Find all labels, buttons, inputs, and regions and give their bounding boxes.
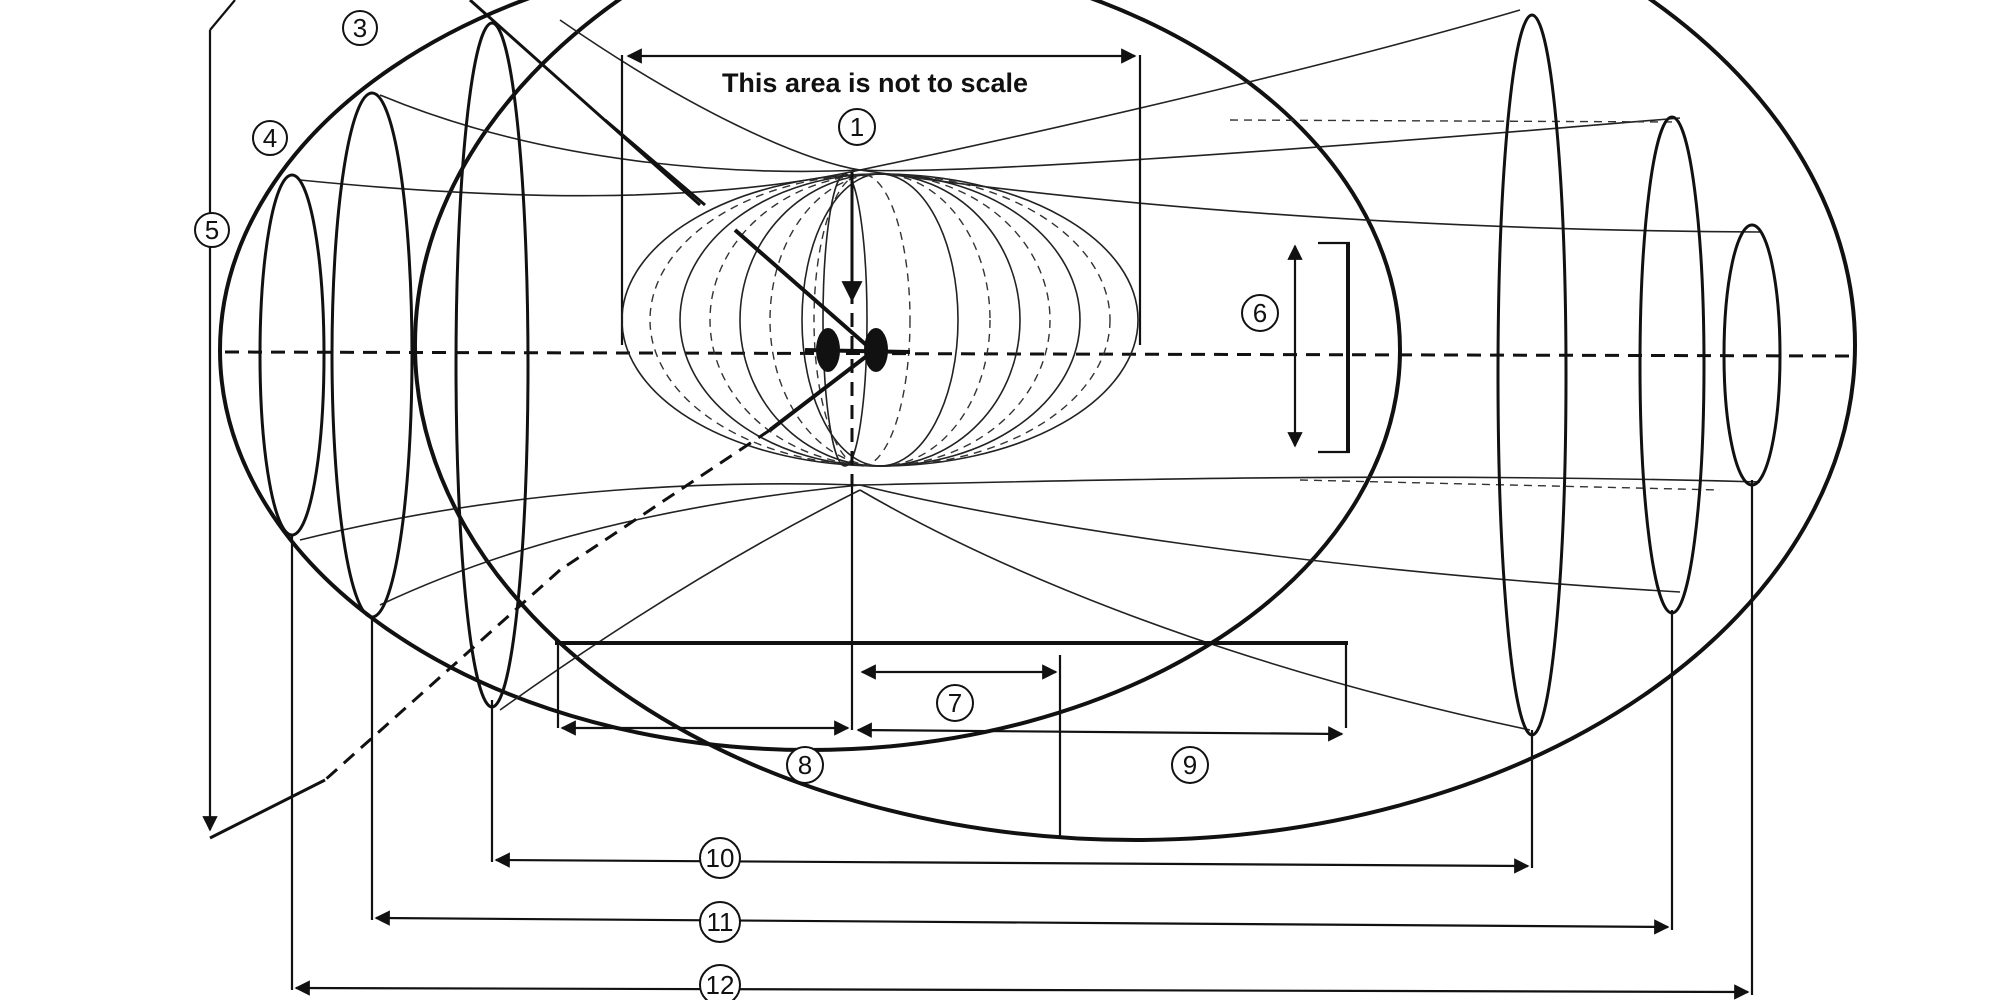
- label-11: 11: [699, 901, 741, 943]
- section-ellipse-right-1: [1496, 13, 1568, 737]
- section-ellipse-4: [258, 173, 326, 537]
- label-12: 12: [699, 964, 741, 1005]
- label-8: 8: [786, 746, 824, 784]
- antenna-element: [804, 328, 911, 372]
- section-ellipse-3: [330, 91, 414, 619]
- svg-text:11: 11: [707, 907, 734, 937]
- dimension-5: [202, 0, 236, 832]
- label-6: 6: [1241, 294, 1279, 332]
- outer-ellipse-right: [413, 0, 1857, 842]
- label-1: 1: [838, 108, 876, 146]
- section-ellipse-2: [454, 21, 530, 709]
- svg-text:7: 7: [948, 688, 962, 718]
- hourglass-curves: [299, 9, 1761, 731]
- dimension-7-8-9: [555, 641, 1348, 838]
- label-5: 5: [194, 212, 230, 248]
- svg-text:3: 3: [353, 13, 367, 43]
- svg-text:5: 5: [205, 215, 219, 245]
- svg-text:6: 6: [1253, 298, 1267, 328]
- main-axis: [224, 350, 1856, 358]
- section-ellipse-right-2: [1638, 115, 1706, 615]
- label-7: 7: [936, 684, 974, 722]
- svg-text:8: 8: [798, 750, 812, 780]
- svg-text:4: 4: [263, 123, 277, 153]
- svg-text:10: 10: [706, 843, 735, 873]
- label-4: 4: [252, 120, 288, 156]
- section-ellipses: [258, 13, 1782, 737]
- label-10: 10: [699, 837, 741, 879]
- label-9: 9: [1171, 746, 1209, 784]
- diagonal-beam: [209, 0, 874, 840]
- outer-ellipse-left: [218, 0, 1402, 752]
- label-3: 3: [342, 10, 378, 46]
- svg-text:1: 1: [850, 112, 864, 142]
- dimension-6: [1287, 241, 1350, 454]
- caption-not-to-scale: This area is not to scale: [722, 68, 1028, 98]
- svg-text:12: 12: [706, 970, 735, 1000]
- radiation-pattern: [621, 172, 1139, 730]
- svg-text:9: 9: [1183, 750, 1197, 780]
- not-to-scale-region: This area is not to scale: [620, 48, 1142, 345]
- dimension-10-11-12: [290, 480, 1754, 1000]
- numbered-labels: 1 3 4 5 6 7 8 9: [194, 10, 1279, 1005]
